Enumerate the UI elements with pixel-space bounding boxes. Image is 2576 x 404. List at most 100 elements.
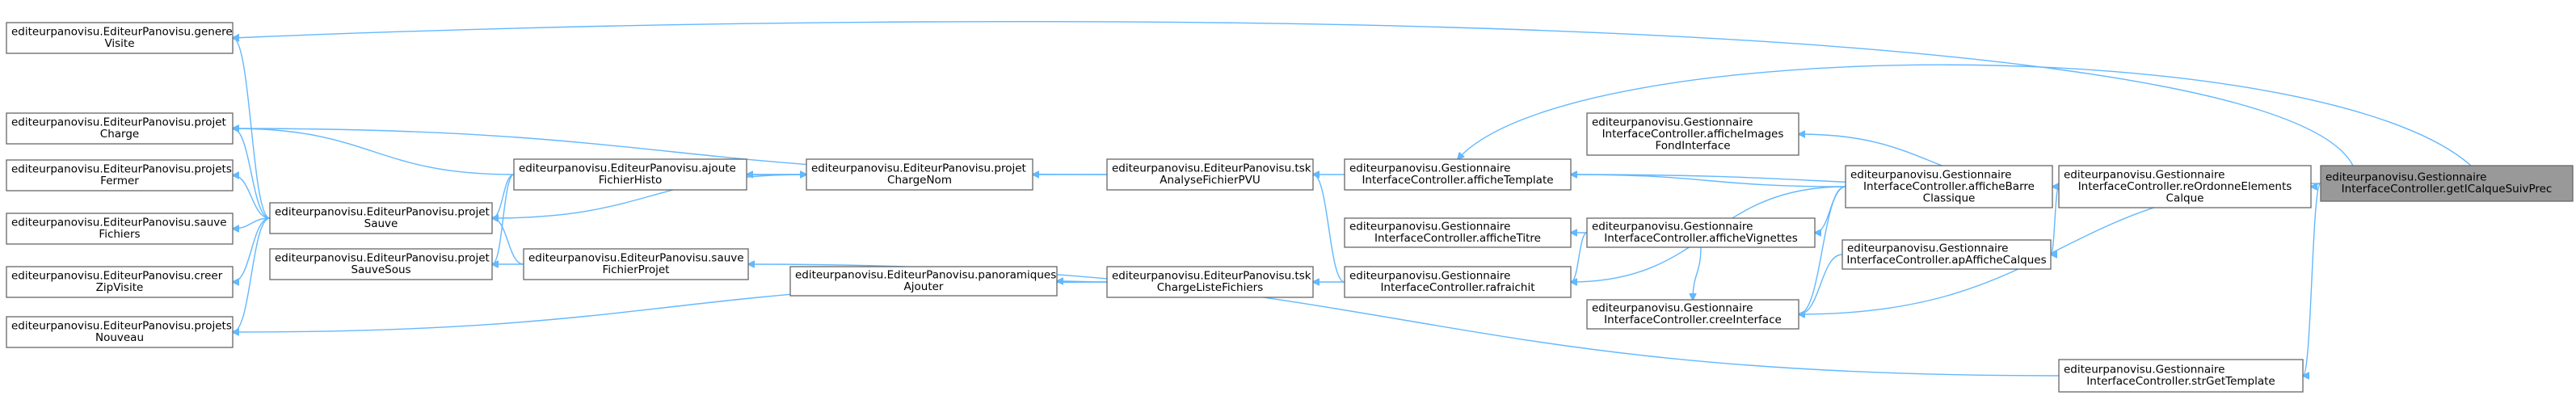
- node-label-line: editeurpanovisu.Gestionnaire: [1349, 221, 1510, 234]
- node-box: [1106, 158, 1314, 191]
- node-label-line: editeurpanovisu.Gestionnaire: [1847, 242, 2008, 255]
- node-label-line: AnalyseFichierPVU: [1160, 174, 1261, 187]
- node-box: [2058, 359, 2304, 393]
- node-projetSauveSous[interactable]: editeurpanovisu.EditeurPanovisu.projetSa…: [269, 248, 493, 280]
- node-genereVisite[interactable]: editeurpanovisu.EditeurPanovisu.genereVi…: [6, 22, 234, 54]
- node-label-line: editeurpanovisu.EditeurPanovisu.creer: [11, 270, 223, 283]
- node-creeInterface[interactable]: editeurpanovisu.GestionnaireInterfaceCon…: [1586, 299, 1799, 330]
- node-label-line: editeurpanovisu.Gestionnaire: [1850, 168, 2011, 181]
- edge-projetsNouveau-to-projetSauve: [233, 217, 271, 332]
- node-box: [269, 202, 493, 234]
- node-box: [1106, 266, 1314, 298]
- node-sauveFichierProjet[interactable]: editeurpanovisu.EditeurPanovisu.sauveFic…: [523, 248, 749, 280]
- node-label-line: editeurpanovisu.Gestionnaire: [2326, 171, 2486, 184]
- node-label-line: InterfaceController.afficheVignettes: [1604, 232, 1798, 245]
- node-label-line: InterfaceController.reOrdonneElements: [2078, 180, 2292, 193]
- node-label-line: ChargeNom: [887, 174, 952, 187]
- node-label-line: editeurpanovisu.EditeurPanovisu.panorami…: [795, 269, 1056, 282]
- node-afficheImages[interactable]: editeurpanovisu.GestionnaireInterfaceCon…: [1586, 112, 1799, 156]
- node-box: [806, 158, 1033, 191]
- node-label-line: editeurpanovisu.EditeurPanovisu.ajoute: [519, 162, 736, 175]
- node-strGetTemplate[interactable]: editeurpanovisu.GestionnaireInterfaceCon…: [2058, 359, 2304, 393]
- node-tskAnalyse[interactable]: editeurpanovisu.EditeurPanovisu.tskAnaly…: [1106, 158, 1314, 191]
- node-box: [1586, 299, 1799, 330]
- node-label-line: editeurpanovisu.EditeurPanovisu.projet: [11, 116, 226, 129]
- node-label-line: Fichiers: [99, 228, 140, 241]
- node-projetSauve[interactable]: editeurpanovisu.EditeurPanovisu.projetSa…: [269, 202, 493, 234]
- node-label-line: editeurpanovisu.EditeurPanovisu.projet: [275, 252, 490, 265]
- node-label-line: InterfaceController.afficheImages: [1602, 128, 1784, 141]
- edge-projetCharge-to-ajouteHisto: [233, 128, 515, 175]
- node-label-line: ChargeListeFichiers: [1157, 281, 1264, 294]
- node-box: [1842, 239, 2052, 270]
- node-label-line: Nouveau: [95, 331, 144, 344]
- node-sauveFichiers[interactable]: editeurpanovisu.EditeurPanovisu.sauveFic…: [6, 213, 234, 245]
- node-box: [789, 266, 1058, 297]
- node-afficheBarre[interactable]: editeurpanovisu.GestionnaireInterfaceCon…: [1845, 165, 2053, 208]
- node-label-line: editeurpanovisu.EditeurPanovisu.projets: [11, 163, 232, 176]
- node-tskCharge[interactable]: editeurpanovisu.EditeurPanovisu.tskCharg…: [1106, 266, 1314, 298]
- node-apAffiche[interactable]: editeurpanovisu.GestionnaireInterfaceCon…: [1842, 239, 2052, 270]
- node-label-line: editeurpanovisu.EditeurPanovisu.tsk: [1112, 162, 1311, 175]
- node-label-line: Charge: [100, 128, 139, 141]
- node-creerZip[interactable]: editeurpanovisu.EditeurPanovisu.creerZip…: [6, 266, 234, 298]
- edge-projetCharge-to-projetSauve: [233, 128, 271, 219]
- node-projetsFermer[interactable]: editeurpanovisu.EditeurPanovisu.projetsF…: [6, 159, 234, 191]
- node-label-line: SauveSous: [351, 263, 410, 276]
- node-rafraichit[interactable]: editeurpanovisu.GestionnaireInterfaceCon…: [1344, 266, 1572, 298]
- node-label-line: editeurpanovisu.Gestionnaire: [1592, 221, 1753, 234]
- node-box: [523, 248, 749, 280]
- node-afficheTitre[interactable]: editeurpanovisu.GestionnaireInterfaceCon…: [1344, 217, 1572, 248]
- edge-apAffiche-to-reOrdonne: [2051, 186, 2060, 255]
- node-label-line: Calque: [2166, 191, 2204, 204]
- node-label-line: Ajouter: [904, 280, 944, 293]
- node-label-line: InterfaceController.apAfficheCalques: [1846, 254, 2046, 267]
- node-label-line: InterfaceController.afficheTitre: [1374, 232, 1541, 245]
- node-reOrdonne[interactable]: editeurpanovisu.GestionnaireInterfaceCon…: [2058, 165, 2312, 208]
- node-getCalque[interactable]: editeurpanovisu.GestionnaireInterfaceCon…: [2320, 165, 2574, 202]
- node-box: [1344, 158, 1572, 191]
- node-box: [6, 213, 234, 245]
- node-afficheVignettes[interactable]: editeurpanovisu.GestionnaireInterfaceCon…: [1586, 217, 1816, 248]
- node-box: [2320, 165, 2574, 202]
- node-ajouteHisto[interactable]: editeurpanovisu.EditeurPanovisu.ajouteFi…: [513, 158, 747, 191]
- node-label-line: InterfaceController.getICalqueSuivPrec: [2342, 183, 2553, 196]
- node-projetCharge[interactable]: editeurpanovisu.EditeurPanovisu.projetCh…: [6, 112, 234, 145]
- edge-genereVisite-to-projetSauve: [233, 38, 271, 219]
- node-box: [1344, 217, 1572, 248]
- node-projetChargeNom[interactable]: editeurpanovisu.EditeurPanovisu.projetCh…: [806, 158, 1033, 191]
- node-label-line: editeurpanovisu.EditeurPanovisu.projet: [275, 206, 490, 219]
- node-panoAjouter[interactable]: editeurpanovisu.EditeurPanovisu.panorami…: [789, 266, 1058, 297]
- node-box: [6, 22, 234, 54]
- edge-projetSauve-to-sauveFichierProjet: [492, 218, 524, 265]
- node-box: [1344, 266, 1572, 298]
- edge-rafraichit-to-afficheVignettes: [1571, 232, 1588, 282]
- node-box: [1586, 112, 1799, 156]
- node-label-line: editeurpanovisu.Gestionnaire: [2064, 364, 2225, 377]
- node-label-line: InterfaceController.creeInterface: [1604, 314, 1782, 326]
- node-label-line: editeurpanovisu.Gestionnaire: [1349, 162, 1510, 175]
- node-afficheTemplate[interactable]: editeurpanovisu.GestionnaireInterfaceCon…: [1344, 158, 1572, 191]
- edge-projetsFermer-to-projetSauve: [233, 175, 271, 219]
- node-projetsNouveau[interactable]: editeurpanovisu.EditeurPanovisu.projetsN…: [6, 316, 234, 348]
- node-label-line: editeurpanovisu.Gestionnaire: [2064, 168, 2225, 181]
- node-label-line: InterfaceController.strGetTemplate: [2086, 375, 2275, 388]
- edge-tskAnalyse-to-rafraichit: [1313, 175, 1345, 283]
- node-label-line: Sauve: [364, 217, 398, 230]
- node-label-line: editeurpanovisu.Gestionnaire: [1592, 302, 1753, 315]
- node-label-line: InterfaceController.afficheBarre: [1863, 180, 2035, 193]
- node-label-line: editeurpanovisu.EditeurPanovisu.tsk: [1112, 270, 1311, 283]
- edge-projetSauve-to-ajouteHisto: [492, 174, 515, 218]
- node-label-line: InterfaceController.rafraichit: [1380, 281, 1534, 294]
- edge-afficheTemplate-to-getCalque: [1458, 64, 2472, 166]
- node-label-line: Classique: [1923, 191, 1976, 204]
- node-box: [1845, 165, 2053, 208]
- edge-sauveFichiers-to-projetSauve: [233, 217, 271, 229]
- node-box: [6, 266, 234, 298]
- edge-creeInterface-to-apAffiche: [1799, 254, 1843, 314]
- node-box: [269, 248, 493, 280]
- node-label-line: editeurpanovisu.EditeurPanovisu.sauve: [11, 217, 227, 229]
- node-label-line: FichierProjet: [603, 263, 670, 276]
- edge-creerZip-to-projetSauve: [233, 217, 271, 282]
